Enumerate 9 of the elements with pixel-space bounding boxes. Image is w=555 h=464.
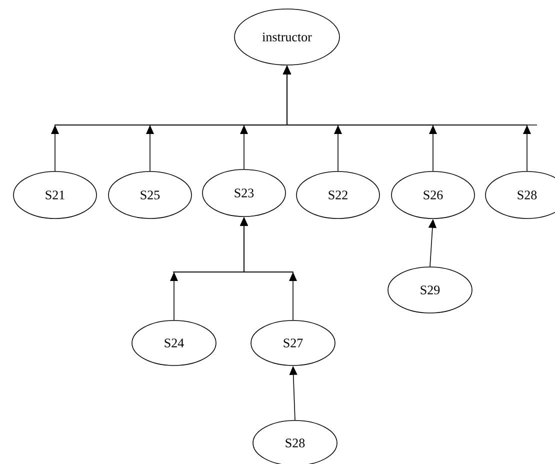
ellipse-node: S24	[132, 320, 216, 366]
ellipse-node: S22	[296, 171, 380, 219]
ellipse-node: S23	[202, 169, 286, 217]
ellipse-node: S21	[13, 171, 97, 219]
ellipse-node: S26	[391, 171, 475, 219]
ellipse-node: S25	[108, 171, 192, 219]
ellipse-node: S27	[250, 320, 336, 366]
ellipse-node: instructor	[234, 8, 340, 66]
ellipse-node: S29	[388, 266, 472, 314]
